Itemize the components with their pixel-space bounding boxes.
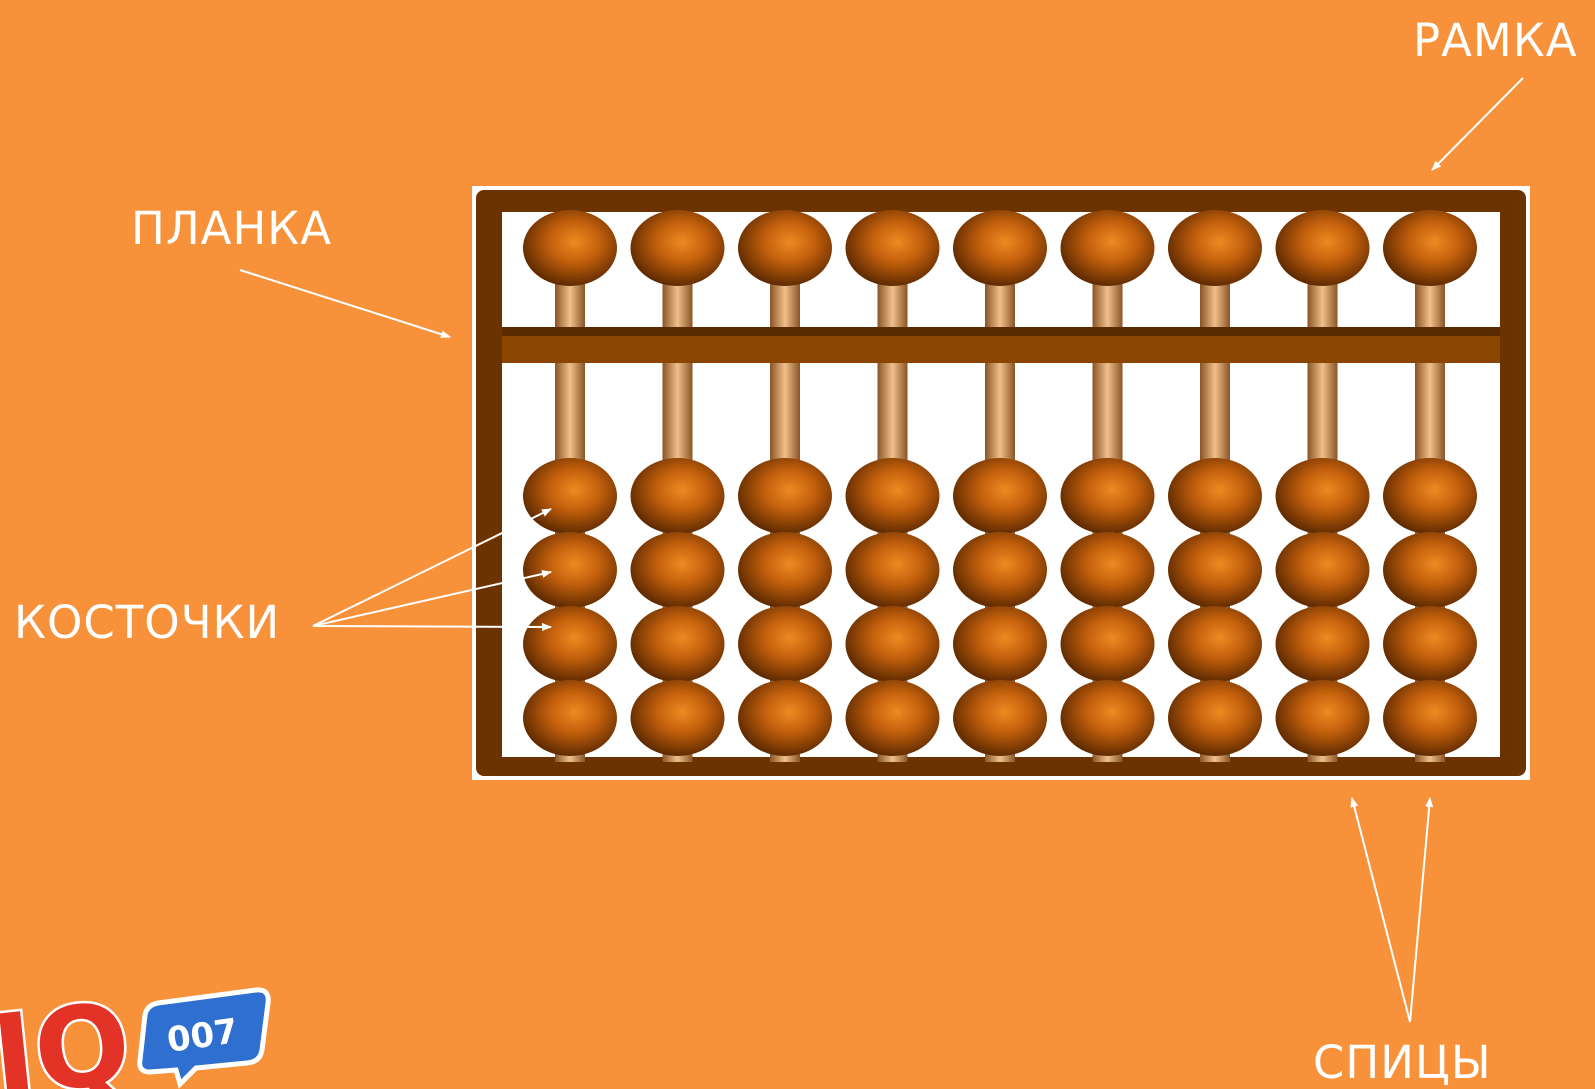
bead [1168, 532, 1262, 608]
bead [1275, 210, 1370, 286]
bead [1060, 210, 1155, 286]
bead [630, 210, 725, 286]
bead [523, 210, 617, 286]
bead [738, 532, 832, 608]
logo-badge-text: 007 [165, 1011, 241, 1060]
bead [1060, 606, 1155, 682]
bead [1383, 680, 1477, 756]
beads-arrow-2 [312, 570, 552, 627]
bar-label: ПЛАНКА [131, 202, 333, 255]
bead [1275, 532, 1370, 608]
bead [1383, 606, 1477, 682]
bead [1168, 606, 1262, 682]
annotation-arrows [239, 77, 1524, 1023]
bead [845, 680, 940, 756]
beads-label: КОСТОЧКИ [14, 596, 281, 649]
beads-arrow-3 [312, 622, 552, 631]
bead [630, 606, 725, 682]
logo-badge-shape [137, 987, 271, 1089]
bead [1275, 606, 1370, 682]
bead [1060, 680, 1155, 756]
bead [953, 458, 1047, 534]
rods-label: СПИЦЫ [1313, 1036, 1492, 1089]
bead [738, 458, 832, 534]
bead [523, 458, 617, 534]
bead [1060, 532, 1155, 608]
bead [738, 680, 832, 756]
bead [523, 680, 617, 756]
bead [523, 606, 617, 682]
bead [845, 458, 940, 534]
bead [1383, 210, 1477, 286]
bead [630, 680, 725, 756]
bead [630, 458, 725, 534]
bead [845, 210, 940, 286]
bead [1383, 532, 1477, 608]
bead [1168, 680, 1262, 756]
bead [953, 680, 1047, 756]
beads-arrow-1 [312, 508, 552, 627]
bead [1275, 680, 1370, 756]
bar-arrow [239, 269, 451, 339]
bead [953, 210, 1047, 286]
abacus-bar-shadow [502, 327, 1500, 336]
bead [1168, 210, 1262, 286]
bead [1383, 458, 1477, 534]
bead [845, 532, 940, 608]
bead [1168, 458, 1262, 534]
bead [738, 210, 832, 286]
abacus-beads [523, 210, 1477, 756]
bead [1060, 458, 1155, 534]
bead [630, 532, 725, 608]
frame-label: РАМКА [1413, 14, 1578, 67]
bead [845, 606, 940, 682]
rods-arrow-1 [1350, 797, 1411, 1023]
iq007-logo: 007 IQ [0, 976, 271, 1089]
bead [953, 532, 1047, 608]
rods-arrow-2 [1409, 797, 1434, 1023]
bead [523, 532, 617, 608]
bead [953, 606, 1047, 682]
logo-iq-text: IQ [0, 979, 136, 1089]
bead [738, 606, 832, 682]
frame-arrow [1431, 77, 1524, 171]
bead [1275, 458, 1370, 534]
